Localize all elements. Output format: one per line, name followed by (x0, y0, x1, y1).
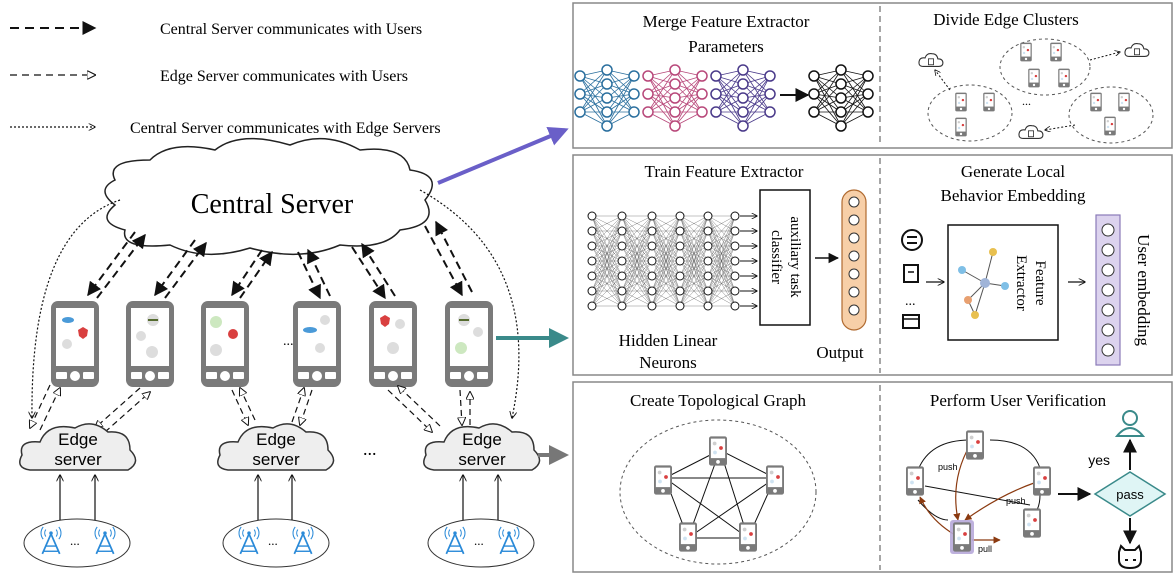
merge-title-1: Merge Feature Extractor (643, 12, 810, 31)
svg-text:...: ... (268, 533, 278, 548)
pass-decision (1093, 471, 1167, 517)
generate-title-2: Behavior Embedding (941, 186, 1086, 205)
output-node (848, 232, 860, 244)
edge-user-links (30, 385, 470, 432)
neural-net-icon (808, 64, 874, 132)
classifier-label-1: auxiliary task (787, 216, 803, 298)
feature-graph-icon (958, 248, 1009, 319)
user-icon (1114, 410, 1146, 437)
pass-label: pass (1116, 487, 1144, 502)
train-title: Train Feature Extractor (645, 162, 804, 181)
panel-topo-verify: Create Topological Graph Perform User Ve… (572, 381, 1173, 573)
embedding-node (1101, 223, 1115, 237)
extractor-label-1: Feature (1032, 261, 1048, 306)
embedding-node (1101, 283, 1115, 297)
hidden-label-2: Neurons (639, 353, 697, 372)
output-node (848, 250, 860, 262)
edge-servers: Edge server Edge server ... Edge server (19, 423, 541, 471)
central-edge-links (32, 189, 520, 418)
topological-graph (619, 419, 817, 565)
verify-title: Perform User Verification (930, 391, 1107, 410)
train-mlp (587, 211, 757, 311)
pull-label: pull (978, 544, 992, 554)
svg-text:...: ... (905, 294, 916, 309)
extractor-label-2: Extractor (1013, 255, 1029, 311)
phones-ellipsis: ... (283, 334, 294, 349)
legend: Central Server communicates with Users E… (10, 21, 441, 137)
output-node (848, 268, 860, 280)
push-label-2: push (1006, 496, 1026, 506)
classifier-box (759, 189, 811, 326)
svg-text:Edge: Edge (462, 430, 502, 449)
edge-server-cloud: Edge server (19, 423, 137, 471)
panel-merge-divide: Merge Feature Extractor Parameters Divid… (572, 2, 1173, 149)
edge-server-label-1: Edge (58, 430, 98, 449)
feature-extractor-box (947, 224, 1059, 341)
output-node (848, 304, 860, 316)
legend-edge-users-label: Edge Server communicates with Users (160, 68, 408, 85)
svg-text:server: server (458, 450, 506, 469)
svg-text:...: ... (1022, 94, 1031, 108)
tower-group: ... (222, 475, 330, 568)
embedding-node (1101, 343, 1115, 357)
edge-ellipsis: ... (363, 439, 377, 459)
embedding-node (1101, 303, 1115, 317)
generate-title-1: Generate Local (961, 162, 1066, 181)
behavior-icons: ... (901, 229, 923, 329)
tower-group: ... (23, 475, 131, 568)
yes-label: yes (1088, 452, 1110, 468)
topo-title: Create Topological Graph (630, 391, 806, 410)
neural-net-icon (642, 64, 708, 132)
output-node (848, 214, 860, 226)
user-phone (51, 301, 99, 387)
hidden-label-1: Hidden Linear (619, 331, 718, 350)
embedding-node (1101, 323, 1115, 337)
tower-group: ... (427, 475, 535, 568)
embedding-node (1101, 243, 1115, 257)
embedding-node (1101, 263, 1115, 277)
divide-title: Divide Edge Clusters (933, 10, 1078, 29)
output-node (848, 286, 860, 298)
neural-net-icon (574, 64, 640, 132)
user-phone (126, 301, 174, 387)
classifier-label-2: classifier (768, 230, 784, 284)
push-label-1: push (938, 462, 958, 472)
legend-central-users-label: Central Server communicates with Users (160, 21, 422, 38)
arrow-to-merge-panel (437, 126, 569, 185)
output-node (848, 196, 860, 208)
central-server-cloud: Central Server (104, 137, 434, 255)
user-phone (201, 301, 249, 387)
central-server-label: Central Server (191, 189, 354, 220)
user-embedding-label: User embedding (1134, 234, 1153, 346)
neural-net-icon (710, 64, 776, 132)
merge-title-2: Parameters (688, 37, 764, 56)
output-label: Output (816, 343, 864, 362)
user-phones: ... (51, 301, 493, 387)
user-phone (293, 301, 341, 387)
central-user-links (87, 220, 473, 300)
svg-text:...: ... (474, 533, 484, 548)
edge-server-label-2: server (54, 450, 102, 469)
attacker-icon (1118, 544, 1142, 570)
svg-text:Edge: Edge (256, 430, 296, 449)
svg-text:server: server (252, 450, 300, 469)
edge-clusters: ... (918, 38, 1154, 144)
svg-text:...: ... (70, 533, 80, 548)
edge-server-cloud: Edge server (423, 423, 541, 471)
merge-networks (574, 64, 874, 132)
verification-graph: push push pull (906, 430, 1051, 554)
legend-central-edge-label: Central Server communicates with Edge Se… (130, 120, 441, 137)
panel-train-generate: Train Feature Extractor auxiliary task c… (572, 154, 1173, 376)
user-phone (369, 301, 417, 387)
edge-server-cloud: Edge server (217, 423, 335, 471)
tower-groups: ... ... ... (23, 475, 535, 568)
user-phone (445, 301, 493, 387)
